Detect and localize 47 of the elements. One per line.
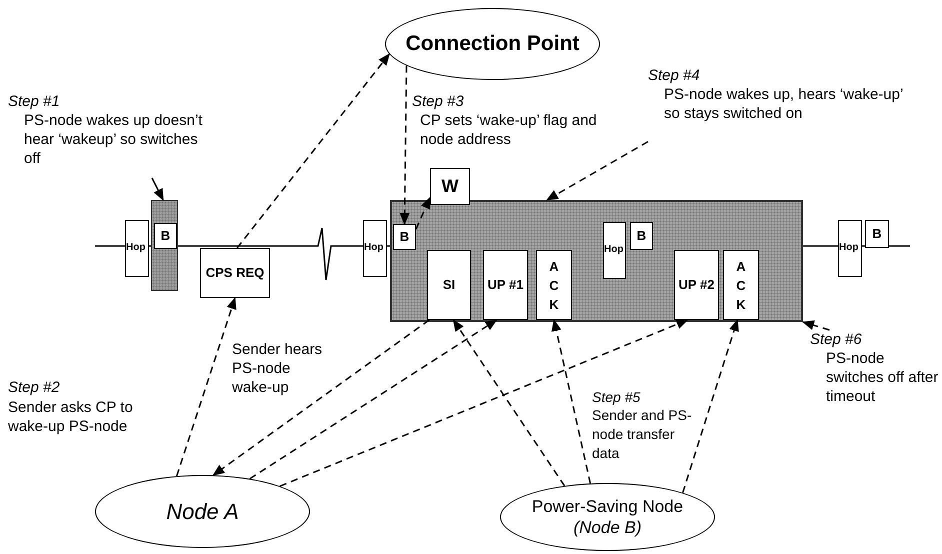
- frame-slot: A C K: [723, 250, 759, 320]
- frame-slot: A C K: [536, 250, 572, 320]
- frame-slot: SI: [427, 250, 471, 320]
- hop-slot: Hop: [603, 222, 626, 279]
- node-sublabel: (Node B): [573, 517, 642, 538]
- step-heading: Step #5: [592, 388, 642, 407]
- annotation-text: CP sets ‘wake-up’ flag and node address: [420, 111, 598, 149]
- annotation-text: Sender asks CP to wake-up PS-node: [8, 398, 134, 436]
- arrow: [682, 319, 739, 493]
- frame-slot: CPS REQ: [200, 248, 270, 298]
- node-label: Connection Point: [406, 32, 580, 56]
- arrow: [280, 319, 688, 487]
- arrow: [400, 66, 410, 225]
- arrow: [452, 319, 566, 486]
- step-heading: Step #3: [412, 92, 465, 111]
- shaded-region: [390, 200, 803, 322]
- frame-slot: B: [154, 223, 177, 249]
- frame-slot: UP #1: [483, 250, 528, 320]
- hop-slot: Hop: [838, 220, 862, 277]
- step-description: PS-node switches off after timeout: [825, 349, 940, 406]
- step-description: PS-node wakes up, hears ‘wake-up’ so stays switched on: [663, 85, 904, 123]
- frame-slot: W: [430, 168, 470, 205]
- hop-slot: Hop: [125, 220, 149, 277]
- step-heading: Step #2: [8, 378, 61, 397]
- node-label: Node A: [166, 498, 239, 524]
- arrow: [552, 319, 592, 484]
- arrow: [415, 196, 431, 230]
- arrow: [546, 140, 648, 201]
- arrow: [236, 53, 390, 248]
- hop-slot: Hop: [363, 220, 387, 277]
- step-description: PS-node wakes up doesn’t hear ‘wakeup’ so switches off: [23, 111, 204, 168]
- node-label: Power-Saving Node: [532, 496, 684, 517]
- step-heading: Step #6: [810, 330, 863, 349]
- step-heading: Step #1: [8, 92, 61, 111]
- frame-slot: B: [865, 220, 889, 248]
- annotation-text: Sender and PS-node transfer data: [592, 406, 693, 463]
- arrow: [212, 319, 430, 476]
- arrow: [802, 320, 830, 331]
- shaded-bar: [151, 200, 178, 291]
- arrow: [249, 319, 498, 480]
- frame-slot: B: [393, 224, 416, 250]
- arrow: [151, 178, 164, 201]
- annotation-text: Sender hears PS-node wake-up: [232, 340, 324, 397]
- frame-slot: B: [630, 222, 653, 250]
- frame-slot: UP #2: [674, 250, 719, 320]
- arrow: [176, 297, 236, 476]
- step-heading: Step #4: [648, 66, 701, 85]
